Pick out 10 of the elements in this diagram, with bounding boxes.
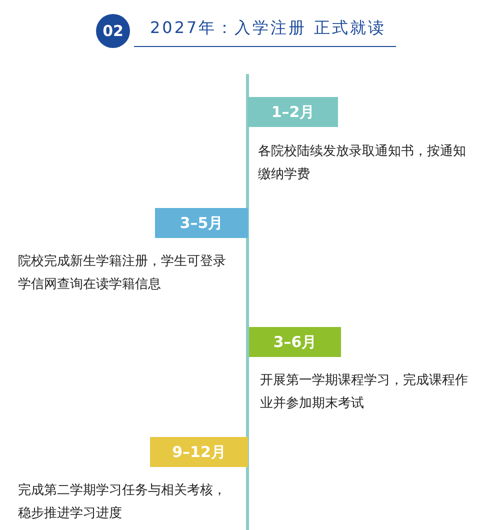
- date-tag: 1–2月: [248, 97, 338, 127]
- event-description: 各院校陆续发放录取通知书，按通知缴纳学费: [258, 143, 467, 184]
- date-tag: 3–5月: [155, 208, 248, 238]
- event-description: 院校完成新生学籍注册，学生可登录学信网查询在读学籍信息: [18, 253, 227, 294]
- number-badge: 02: [96, 14, 130, 48]
- date-tag: 9–12月: [150, 437, 248, 467]
- date-tag: 3–6月: [249, 327, 341, 357]
- event-description: 完成第二学期学习任务与相关考核，稳步推进学习进度: [18, 482, 227, 523]
- title: 2027年：入学注册 正式就读: [150, 18, 386, 39]
- event-description: 开展第一学期课程学习，完成课程作业并参加期末考试: [260, 372, 469, 413]
